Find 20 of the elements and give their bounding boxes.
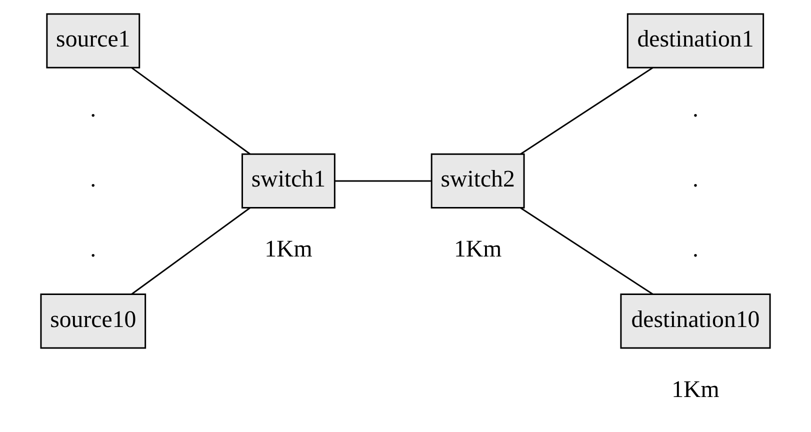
- label: .: [90, 166, 96, 193]
- node-box: switch2: [430, 153, 525, 209]
- connector: [131, 207, 250, 295]
- node-box: source10: [40, 294, 146, 349]
- label: 1Km: [264, 236, 312, 263]
- label: 1Km: [454, 236, 502, 263]
- label: .: [692, 96, 698, 123]
- connector: [131, 67, 250, 155]
- label: .: [692, 236, 698, 263]
- connector: [520, 67, 654, 155]
- connector: [520, 207, 654, 295]
- connector: [335, 180, 431, 182]
- node-box: destination10: [620, 294, 771, 349]
- node-box: destination1: [626, 13, 764, 68]
- label: .: [692, 166, 698, 193]
- label: 1Km: [672, 376, 720, 403]
- label: .: [90, 96, 96, 123]
- node-box: source1: [46, 13, 140, 68]
- label: .: [90, 236, 96, 263]
- node-box: switch1: [242, 153, 336, 209]
